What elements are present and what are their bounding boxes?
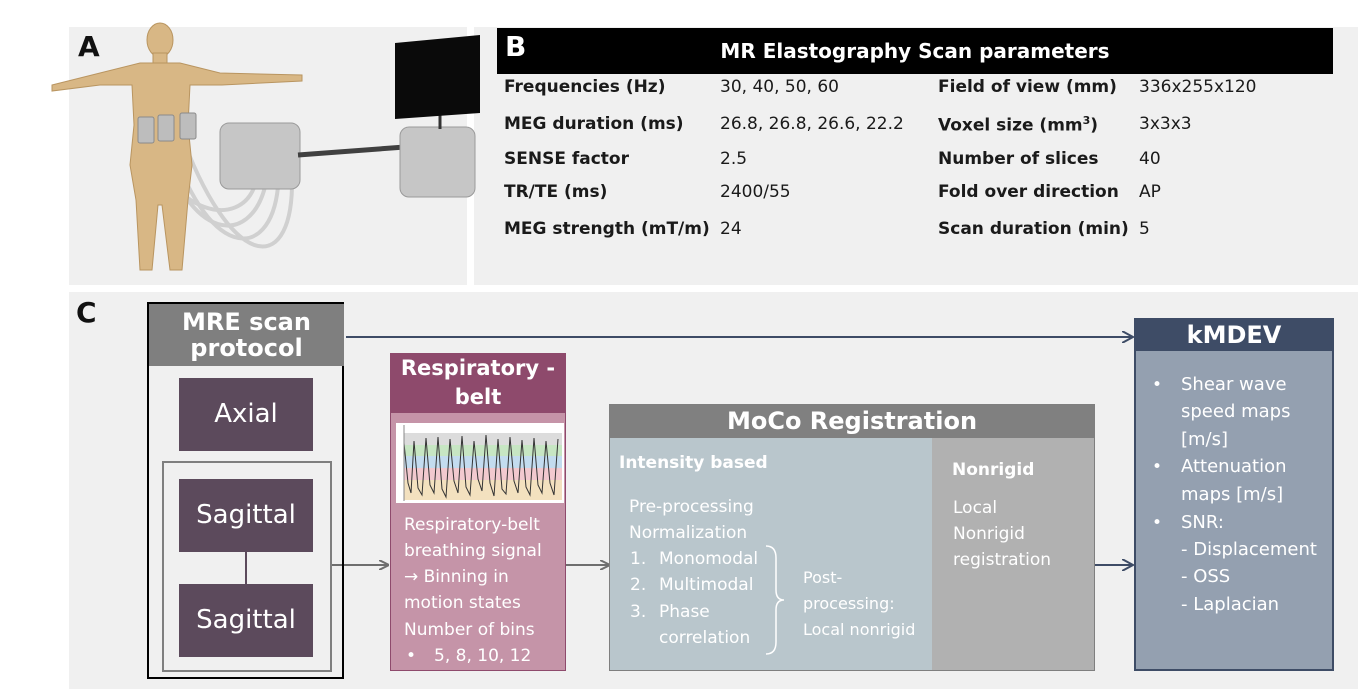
param-label: Voxel size (mm <box>938 115 1083 136</box>
moco-post-line: processing: <box>803 594 895 613</box>
intensity-heading: Intensity based <box>619 453 768 473</box>
sagittal-box: Sagittal <box>179 479 313 552</box>
param-value: 24 <box>720 219 742 239</box>
moco-step-text: correlation <box>659 628 751 648</box>
moco-intensity-area <box>610 438 932 670</box>
moco-pre-line: Pre-processing <box>629 497 754 517</box>
sagittal-connector <box>245 552 247 584</box>
moco-step-number: 3. <box>630 602 647 622</box>
belt-title: Respiratory -belt <box>390 353 566 413</box>
breathing-signal-plot <box>396 423 564 503</box>
moco-step-text: Monomodal <box>659 549 759 569</box>
moco-step-text: Phase <box>659 602 710 622</box>
moco-post-line: Post- <box>803 568 843 587</box>
kmdev-item: Attenuation <box>1181 456 1287 477</box>
param-label: Scan duration (min) <box>938 219 1129 239</box>
nonrigid-line: Nonrigid <box>953 524 1025 544</box>
param-value: 2.5 <box>720 149 748 169</box>
kmdev-item: maps [m/s] <box>1181 484 1284 505</box>
moco-post-line: Local nonrigid <box>803 620 916 639</box>
kmdev-item: speed maps <box>1181 401 1291 422</box>
kmdev-bullet-icon: • <box>1152 457 1163 477</box>
param-value: 2400/55 <box>720 182 791 202</box>
param-value: AP <box>1139 182 1161 202</box>
param-label: Number of slices <box>938 149 1099 169</box>
kmdev-item: Shear wave <box>1181 374 1287 395</box>
protocol-frame <box>147 302 344 679</box>
belt-text-line: → Binning in <box>404 567 509 587</box>
kmdev-item: - OSS <box>1181 566 1231 587</box>
belt-bullet-icon: • <box>406 646 417 666</box>
superscript: 3 <box>1082 114 1091 127</box>
param-label: MEG duration (ms) <box>504 114 684 134</box>
scan-parameters-title: MR Elastography Scan parameters <box>497 28 1333 74</box>
belt-text-line: motion states <box>404 593 521 613</box>
moco-step-number: 1. <box>630 549 647 569</box>
axial-box: Axial <box>179 378 313 451</box>
sagittal-box: Sagittal <box>179 584 313 657</box>
nonrigid-line: Local <box>953 498 998 518</box>
nonrigid-line: registration <box>953 550 1052 570</box>
patient-setup-illustration <box>51 22 480 271</box>
kmdev-item: - Displacement <box>1181 539 1317 560</box>
param-value: 30, 40, 50, 60 <box>720 77 839 97</box>
param-value: 40 <box>1139 149 1161 169</box>
belt-text-line: Respiratory-belt <box>404 515 540 535</box>
param-label: SENSE factor <box>504 149 629 169</box>
kmdev-item: SNR: <box>1181 512 1224 533</box>
param-label: Field of view (mm) <box>938 77 1117 97</box>
kmdev-title: kMDEV <box>1136 320 1332 351</box>
nonrigid-heading: Nonrigid <box>952 460 1035 480</box>
moco-pre-line: Normalization <box>629 523 748 543</box>
protocol-title: MRE scan protocol <box>149 304 344 366</box>
panel-c-label: C <box>76 296 97 329</box>
panel-b-label: B <box>505 30 527 63</box>
param-label: TR/TE (ms) <box>504 182 608 202</box>
moco-box <box>609 404 1095 671</box>
sagittal-label: Sagittal <box>196 605 296 635</box>
sagittal-group-frame <box>162 461 332 672</box>
panel-a-label: A <box>78 30 100 63</box>
kmdev-bullet-icon: • <box>1152 375 1163 395</box>
kmdev-box <box>1134 318 1334 671</box>
moco-nonrigid-area <box>932 438 1094 670</box>
param-label-end: ) <box>1090 115 1099 136</box>
belt-bins: 5, 8, 10, 12 <box>434 646 532 666</box>
bracket-icon <box>765 545 785 655</box>
param-label: MEG strength (mT/m) <box>504 219 710 239</box>
sagittal-label: Sagittal <box>196 500 296 530</box>
param-label-voxel: Voxel size (mm3) <box>938 114 1098 136</box>
axial-label: Axial <box>214 399 278 429</box>
belt-text-line: breathing signal <box>404 541 542 561</box>
param-value: 3x3x3 <box>1139 114 1192 134</box>
moco-title: MoCo Registration <box>610 405 1094 438</box>
kmdev-bullet-icon: • <box>1152 513 1163 533</box>
moco-step-text: Multimodal <box>659 575 754 595</box>
param-label: Frequencies (Hz) <box>504 77 666 97</box>
param-label: Fold over direction <box>938 182 1119 202</box>
kmdev-item: - Laplacian <box>1181 594 1280 615</box>
param-value: 26.8, 26.8, 26.6, 22.2 <box>720 114 904 134</box>
param-value: 5 <box>1139 219 1150 239</box>
moco-step-number: 2. <box>630 575 647 595</box>
belt-text-line: Number of bins <box>404 620 535 640</box>
param-value: 336x255x120 <box>1139 77 1257 97</box>
kmdev-item: [m/s] <box>1181 429 1229 450</box>
